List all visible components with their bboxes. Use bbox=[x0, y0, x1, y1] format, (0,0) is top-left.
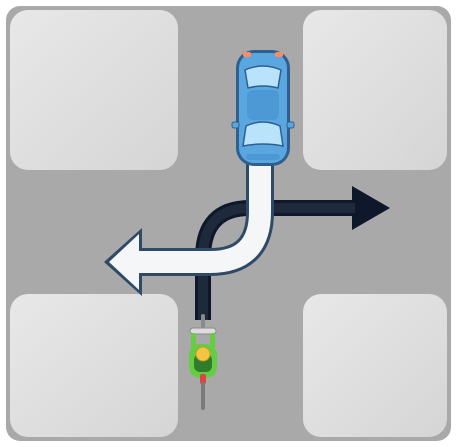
bicycle-icon bbox=[189, 314, 217, 410]
car-path-arrow bbox=[104, 160, 274, 296]
block-bottom-left bbox=[10, 294, 178, 437]
block-top-right bbox=[303, 10, 447, 170]
block-top-left bbox=[10, 10, 178, 170]
car-icon bbox=[231, 50, 295, 166]
block-bottom-right bbox=[303, 294, 447, 437]
